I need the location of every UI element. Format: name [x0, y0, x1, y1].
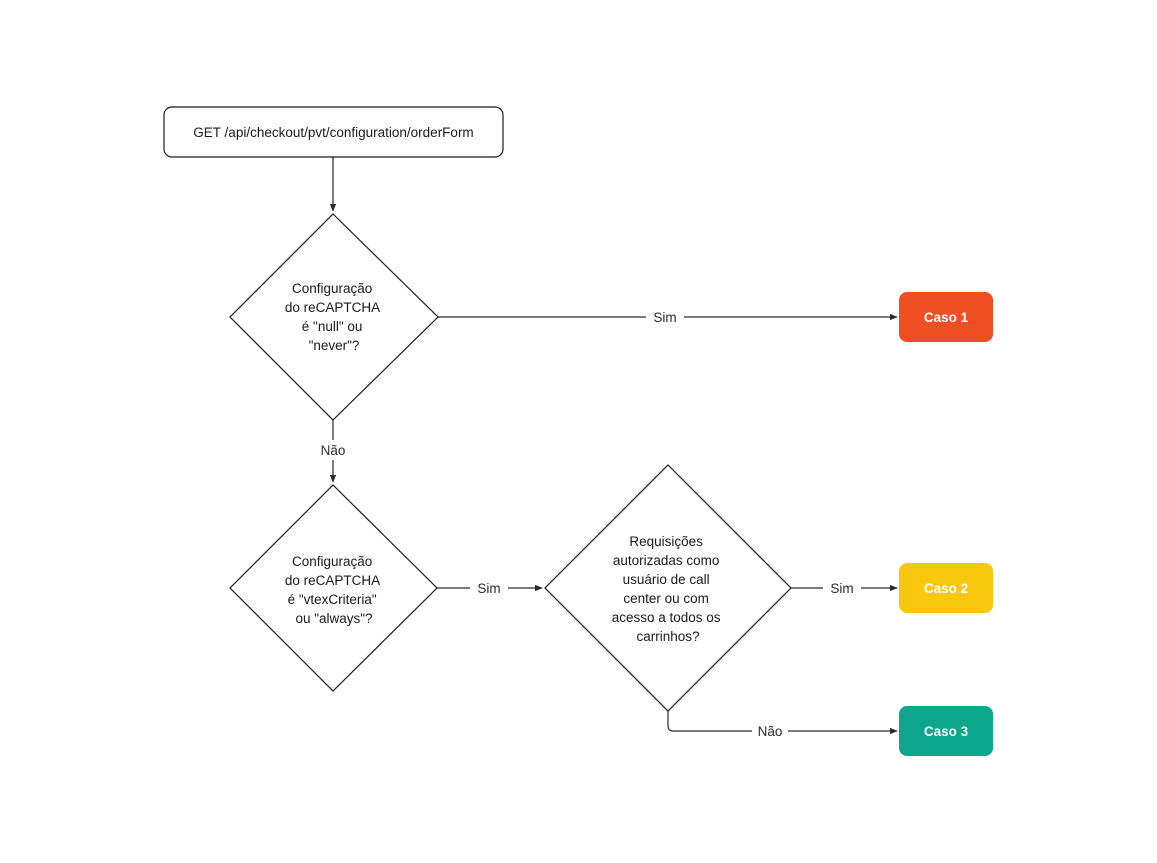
case-2-box	[899, 563, 993, 613]
decision-recaptcha-vtexcriteria-always: Configuração do reCAPTCHA é "vtexCriteri…	[229, 484, 438, 692]
start-node-label: GET /api/checkout/pvt/configuration/orde…	[193, 125, 473, 140]
case-1-node: Caso 1	[899, 292, 993, 342]
decision-call-center-authorized: Requisições autorizadas como usuário de …	[544, 464, 792, 712]
edge-label-d3-no: Não	[758, 724, 783, 739]
start-node: GET /api/checkout/pvt/configuration/orde…	[163, 106, 504, 158]
case-2-node: Caso 2	[899, 563, 993, 613]
case-1-label: Caso 1	[924, 310, 969, 325]
edge-decision3-no	[667, 710, 898, 735]
edge-labels: Sim Não Sim Sim Não	[316, 307, 861, 741]
decision3-label: Requisições autorizadas como usuário de …	[612, 534, 725, 644]
case-1-box	[899, 292, 993, 342]
decision2-label: Configuração do reCAPTCHA é "vtexCriteri…	[285, 554, 383, 626]
case-2-label: Caso 2	[924, 581, 968, 596]
edge-label-d1-no: Não	[321, 443, 346, 458]
decision-recaptcha-null-never: Configuração do reCAPTCHA é "null" ou "n…	[229, 213, 439, 421]
decision1-label: Configuração do reCAPTCHA é "null" ou "n…	[285, 281, 383, 353]
edge-label-d3-yes: Sim	[830, 581, 853, 596]
case-3-node: Caso 3	[899, 706, 993, 756]
edge-label-d1-yes: Sim	[653, 310, 676, 325]
case-3-label: Caso 3	[924, 724, 969, 739]
edge-label-d2-yes: Sim	[477, 581, 500, 596]
case-3-box	[899, 706, 993, 756]
